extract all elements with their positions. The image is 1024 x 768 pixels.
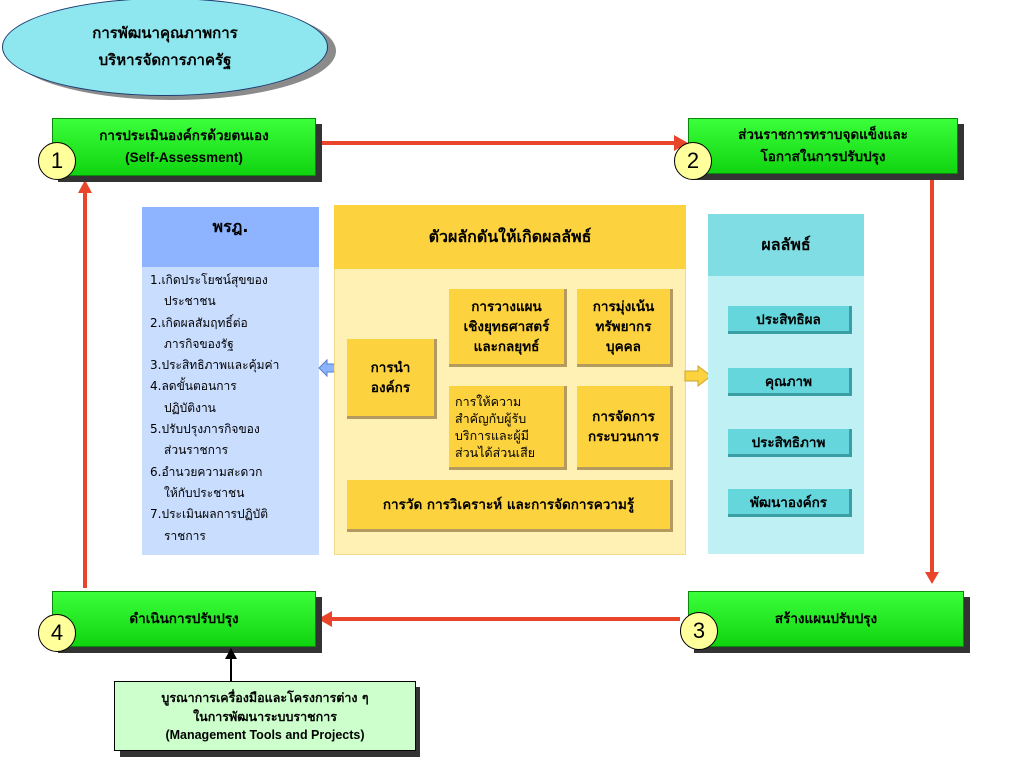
diagram-title: การพัฒนาคุณภาพการ บริหารจัดการภาครัฐ <box>92 24 238 69</box>
driver-hr-line2: ทรัพยากร <box>595 318 652 335</box>
driver-strategy-line3: และกลยุทธ์ <box>473 338 540 355</box>
law-item-2-cont: ภารกิจของรัฐ <box>164 336 234 351</box>
step-2-line2: โอกาสในการปรับปรุง <box>760 149 886 165</box>
step-4-number: 4 <box>50 620 64 645</box>
driver-customer-line2: สำคัญกับผู้รับ <box>455 410 527 426</box>
step-1-number: 1 <box>50 148 64 173</box>
step-2-line1: ส่วนราชการทราบจุดแข็งและ <box>738 127 908 143</box>
driver-measurement-label: การวัด การวิเคราะห์ และการจัดการความรู้ <box>382 496 635 513</box>
result-item-3-label: ประสิทธิภาพ <box>751 434 826 451</box>
step-3-label: สร้างแผนปรับปรุง <box>774 611 878 627</box>
result-item-3: ประสิทธิภาพ <box>728 429 852 457</box>
law-item-5: 5.ปรับปรุงภารกิจของ <box>150 422 260 437</box>
law-item-6: 6.อำนวยความสะดวก <box>150 464 263 479</box>
drivers-to-results-arrow-icon <box>684 365 712 387</box>
law-item-1: 1.เกิดประโยชน์สุขของ <box>150 273 268 287</box>
arrow-head-4-to-1 <box>78 180 92 193</box>
arrow-1-to-2 <box>320 141 676 145</box>
step-3-box: สร้างแผนปรับปรุง <box>688 591 964 647</box>
tools-line3: (Management Tools and Projects) <box>165 727 365 742</box>
driver-process: การจัดการ กระบวนการ <box>577 386 673 470</box>
driver-leadership-line2: องค์กร <box>370 379 411 396</box>
title-ellipse: การพัฒนาคุณภาพการ บริหารจัดการภาครัฐ <box>2 0 328 96</box>
step-4-number-badge: 4 <box>38 614 76 652</box>
tools-arrow-line <box>230 658 232 682</box>
law-item-7: 7.ประเมินผลการปฏิบัติ <box>150 507 269 522</box>
driver-leadership-line1: การนำ <box>370 359 411 376</box>
drivers-header: ตัวผลักดันให้เกิดผลลัพธ์ <box>334 205 686 269</box>
step-2-box: ส่วนราชการทราบจุดแข็งและ โอกาสในการปรับป… <box>688 118 958 174</box>
driver-process-line2: กระบวนการ <box>587 428 660 445</box>
step-1-number-badge: 1 <box>38 142 76 180</box>
step-1-box: การประเมินองค์กรด้วยตนเอง (Self-Assessme… <box>52 118 316 176</box>
step-3-number-badge: 3 <box>680 612 718 650</box>
step-2-number-badge: 2 <box>674 142 712 180</box>
driver-hr-line3: บุคคล <box>606 338 641 355</box>
driver-strategy-line1: การวางแผน <box>471 298 542 315</box>
tools-line2: ในการพัฒนาระบบราชการ <box>193 708 337 724</box>
law-item-5-cont: ส่วนราชการ <box>164 443 229 458</box>
result-item-4-label: พัฒนาองค์กร <box>749 494 828 511</box>
driver-hr-line1: การมุ่งเน้น <box>592 298 655 315</box>
law-item-4: 4.ลดขั้นตอนการ <box>150 379 237 394</box>
driver-strategy-line2: เชิงยุทธศาสตร์ <box>463 318 550 335</box>
driver-measurement: การวัด การวิเคราะห์ และการจัดการความรู้ <box>347 480 673 532</box>
results-header: ผลลัพธ์ <box>708 214 864 276</box>
arrow-2-to-3 <box>930 178 934 574</box>
driver-strategy: การวางแผน เชิงยุทธศาสตร์ และกลยุทธ์ <box>449 289 567 367</box>
step-4-label: ดำเนินการปรับปรุง <box>129 611 239 627</box>
step-1-line1: การประเมินองค์กรด้วยตนเอง <box>99 128 269 144</box>
step-3-number: 3 <box>692 618 706 643</box>
result-item-1: ประสิทธิผล <box>728 306 852 334</box>
drivers-header-label: ตัวผลักดันให้เกิดผลลัพธ์ <box>428 226 592 246</box>
tools-line1: บูรณาการเครื่องมือและโครงการต่าง ๆ <box>161 689 369 705</box>
driver-process-line1: การจัดการ <box>592 408 655 425</box>
law-item-7-cont: ราชการ <box>164 528 206 543</box>
results-header-label: ผลลัพธ์ <box>761 234 811 254</box>
result-item-2-label: คุณภาพ <box>765 373 812 390</box>
step-2-number: 2 <box>686 148 700 173</box>
step-4-box: ดำเนินการปรับปรุง <box>52 591 316 647</box>
result-item-4: พัฒนาองค์กร <box>728 489 852 517</box>
law-header-label: พรฎ. <box>212 217 249 236</box>
result-item-2: คุณภาพ <box>728 368 852 396</box>
law-item-1-cont: ประชาชน <box>164 294 216 309</box>
law-item-4-cont: ปฏิบัติงาน <box>164 400 216 415</box>
driver-customer-line4: ส่วนได้ส่วนเสีย <box>455 444 536 460</box>
tools-arrow-head <box>225 648 237 659</box>
driver-hr: การมุ่งเน้น ทรัพยากร บุคคล <box>577 289 673 367</box>
tools-box: บูรณาการเครื่องมือและโครงการต่าง ๆ ในการ… <box>114 681 416 751</box>
arrow-4-to-1 <box>83 192 87 588</box>
driver-customer-line3: บริการและผู้มี <box>455 427 529 443</box>
arrow-head-2-to-3 <box>925 572 939 584</box>
law-header: พรฎ. <box>142 207 319 267</box>
law-item-6-cont: ให้กับประชาชน <box>164 485 245 500</box>
law-item-3: 3.ประสิทธิภาพและคุ้มค่า <box>150 358 280 373</box>
driver-customer: การให้ความ สำคัญกับผู้รับ บริการและผู้มี… <box>449 386 567 470</box>
step-1-line2: (Self-Assessment) <box>125 150 243 165</box>
result-item-1-label: ประสิทธิผล <box>756 311 821 328</box>
law-list: 1.เกิดประโยชน์สุขของ ประชาชน 2.เกิดผลสัม… <box>150 270 320 547</box>
law-item-2: 2.เกิดผลสัมฤทธิ์ต่อ <box>150 315 248 330</box>
arrow-3-to-4 <box>330 617 680 621</box>
driver-leadership: การนำ องค์กร <box>347 339 437 419</box>
driver-customer-line1: การให้ความ <box>455 393 522 409</box>
